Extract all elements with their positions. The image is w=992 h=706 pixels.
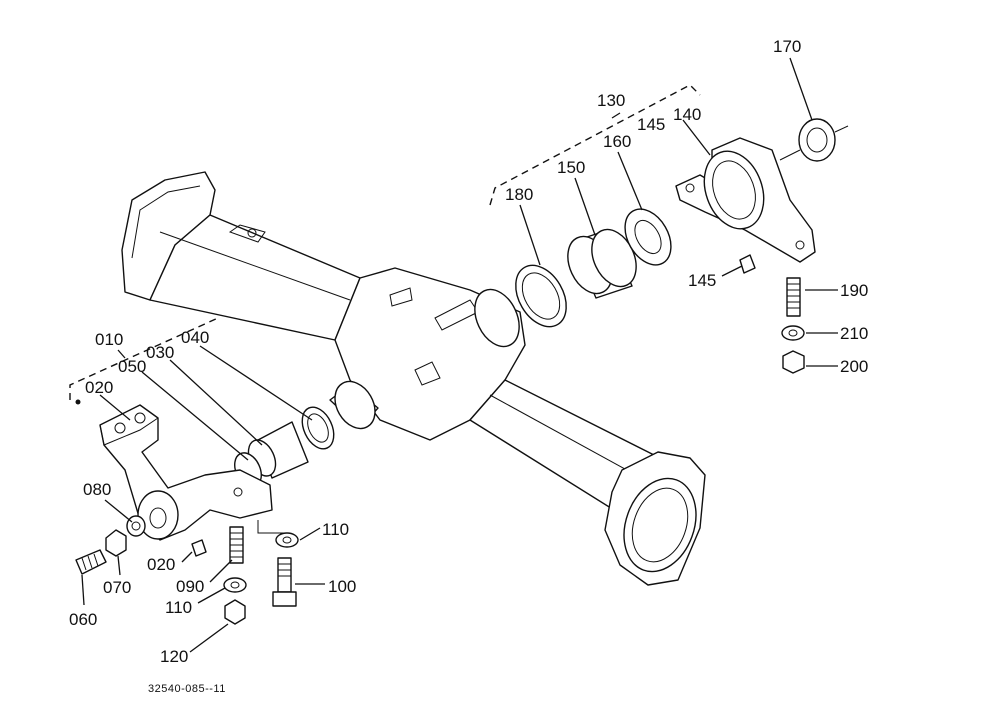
- leader-lines: [81, 57, 838, 653]
- bearing-group-right: [515, 118, 849, 374]
- label-200: 200: [840, 357, 868, 376]
- label-210: 210: [840, 324, 868, 343]
- support-bracket-020: [99, 404, 273, 541]
- part-labels: 010 020 050 030 040 080 020 070 090 060 …: [69, 37, 868, 666]
- label-180: 180: [505, 185, 533, 204]
- seal-stack-left: [234, 406, 335, 488]
- label-190: 190: [840, 281, 868, 300]
- axle-housing: [121, 171, 706, 586]
- label-080: 080: [83, 480, 111, 499]
- label-090: 090: [176, 577, 204, 596]
- label-020-b: 020: [147, 555, 175, 574]
- label-040: 040: [181, 328, 209, 347]
- label-050: 050: [118, 357, 146, 376]
- label-130: 130: [597, 91, 625, 110]
- label-145-b: 145: [688, 271, 716, 290]
- label-110-b: 110: [165, 598, 192, 617]
- label-150: 150: [557, 158, 585, 177]
- label-145-a: 145: [637, 115, 665, 134]
- label-030: 030: [146, 343, 174, 362]
- label-140: 140: [673, 105, 701, 124]
- label-070: 070: [103, 578, 131, 597]
- label-160: 160: [603, 132, 631, 151]
- label-100: 100: [328, 577, 356, 596]
- label-020: 020: [85, 378, 113, 397]
- label-120: 120: [160, 647, 188, 666]
- fasteners-left: [75, 399, 299, 625]
- assembly-brackets: [69, 84, 701, 400]
- label-110-a: 110: [322, 520, 349, 539]
- label-010: 010: [95, 330, 123, 349]
- label-060: 060: [69, 610, 97, 629]
- drawing-code: 32540-085--11: [148, 683, 226, 695]
- label-170: 170: [773, 37, 801, 56]
